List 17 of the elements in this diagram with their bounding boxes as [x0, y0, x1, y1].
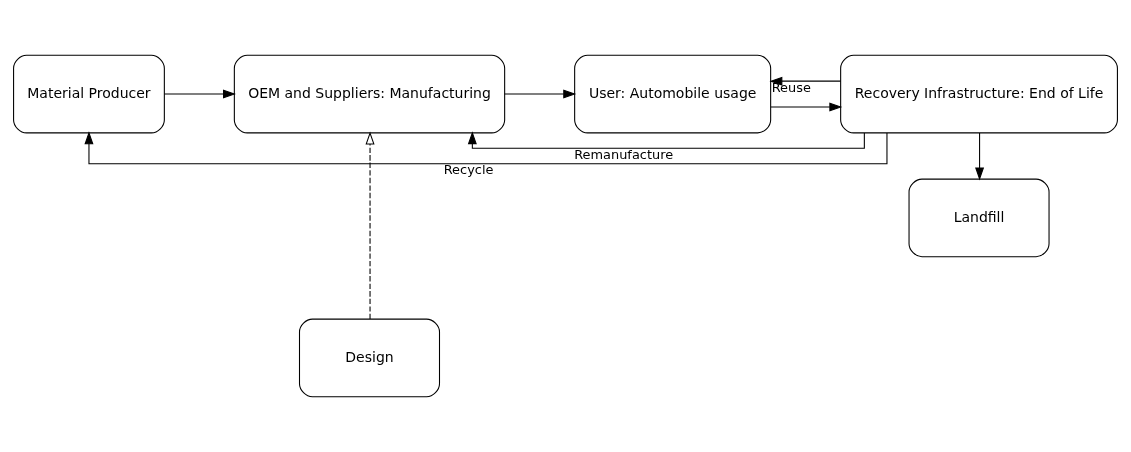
node-box: Landfill — [908, 178, 1050, 258]
node-box: OEM and Suppliers: Manufacturing — [233, 54, 506, 134]
arrow — [975, 132, 985, 181]
node-box: Recovery Infrastructure: End of Life — [840, 54, 1118, 134]
arrow — [467, 131, 865, 149]
arrow — [770, 102, 843, 112]
arrow — [504, 89, 577, 99]
node-box: User: Automobile usage — [574, 54, 772, 134]
node-box: Material Producer — [13, 54, 165, 134]
edge-label: Remanufacture — [574, 146, 674, 162]
edge-label: Recycle — [443, 162, 494, 178]
node-box: Design — [298, 318, 441, 398]
arrow — [163, 89, 236, 99]
edge-label: Reuse — [771, 79, 811, 95]
arrow — [365, 131, 375, 320]
arrow — [769, 76, 842, 86]
arrow — [84, 131, 888, 165]
